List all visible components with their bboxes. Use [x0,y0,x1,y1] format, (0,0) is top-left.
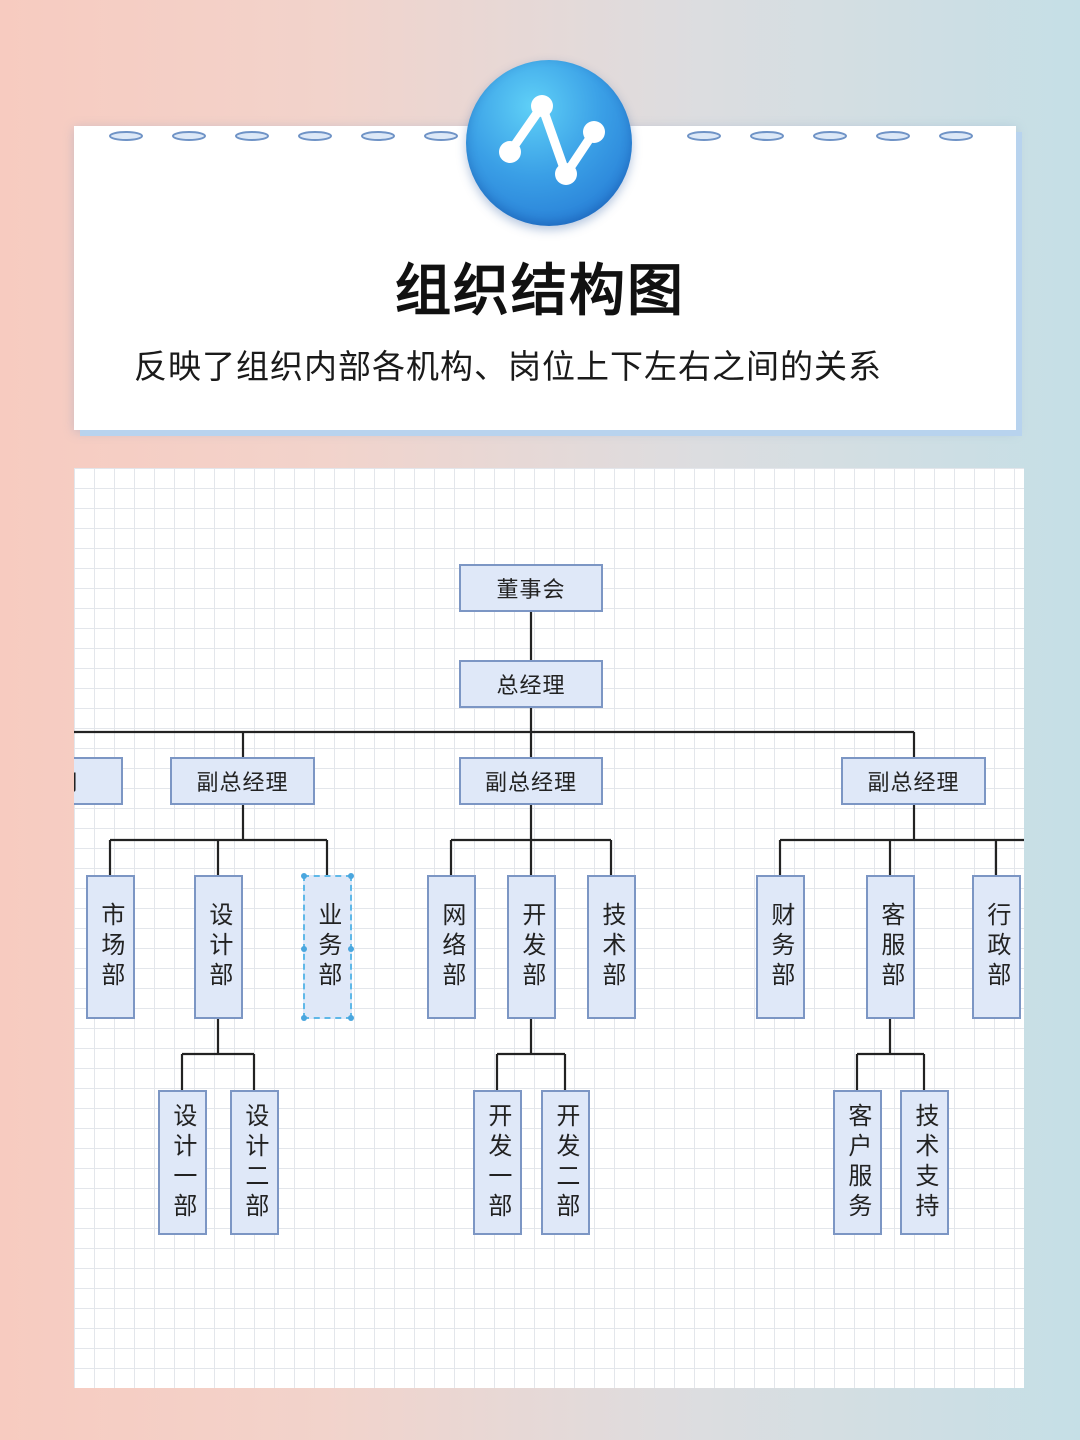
node-dev-dept[interactable]: 开发部 [507,875,556,1019]
node-design-dept[interactable]: 设计部 [194,875,243,1019]
trend-line-icon [499,95,605,185]
page-subtitle: 反映了组织内部各机构、岗位上下左右之间的关系 [134,347,882,386]
node-partial-left[interactable]: 司 [74,757,123,805]
node-service-dept[interactable]: 客服部 [866,875,915,1019]
selection-handle[interactable] [348,946,354,952]
selection-handle[interactable] [301,873,307,879]
notebook-binding [109,131,973,141]
node-customer-service[interactable]: 客户服务 [833,1090,882,1235]
node-dev-1[interactable]: 开发一部 [473,1090,522,1235]
node-business-dept[interactable]: 业务部 [301,873,354,1021]
node-vice-gm-1[interactable]: 副总经理 [170,757,315,805]
selection-handle[interactable] [301,946,307,952]
page-title: 组织结构图 [395,259,685,324]
node-partial-left-label: 司 [74,765,79,797]
node-business-dept-label: 业务部 [313,902,342,992]
node-finance-dept[interactable]: 财务部 [756,875,805,1019]
selection-handle[interactable] [301,1015,307,1021]
node-network-dept[interactable]: 网络部 [427,875,476,1019]
node-vice-gm-2[interactable]: 副总经理 [459,757,603,805]
node-dev-2[interactable]: 开发二部 [541,1090,590,1235]
node-board[interactable]: 董事会 [459,564,603,612]
diagram-canvas[interactable]: 董事会 总经理 司 副总经理 副总经理 副总经理 市场部 设计部 业务部 网络部… [74,468,1024,1388]
selection-handle[interactable] [348,1015,354,1021]
node-marketing-dept[interactable]: 市场部 [86,875,135,1019]
selection-handle[interactable] [348,873,354,879]
node-vice-gm-3[interactable]: 副总经理 [841,757,986,805]
node-tech-dept[interactable]: 技术部 [587,875,636,1019]
logo-badge [466,60,632,226]
node-tech-support[interactable]: 技术支持 [900,1090,949,1235]
node-design-1[interactable]: 设计一部 [158,1090,207,1235]
node-general-manager[interactable]: 总经理 [459,660,603,708]
node-design-2[interactable]: 设计二部 [230,1090,279,1235]
connector-lines [74,612,1024,1090]
node-admin-dept[interactable]: 行政部 [972,875,1021,1019]
